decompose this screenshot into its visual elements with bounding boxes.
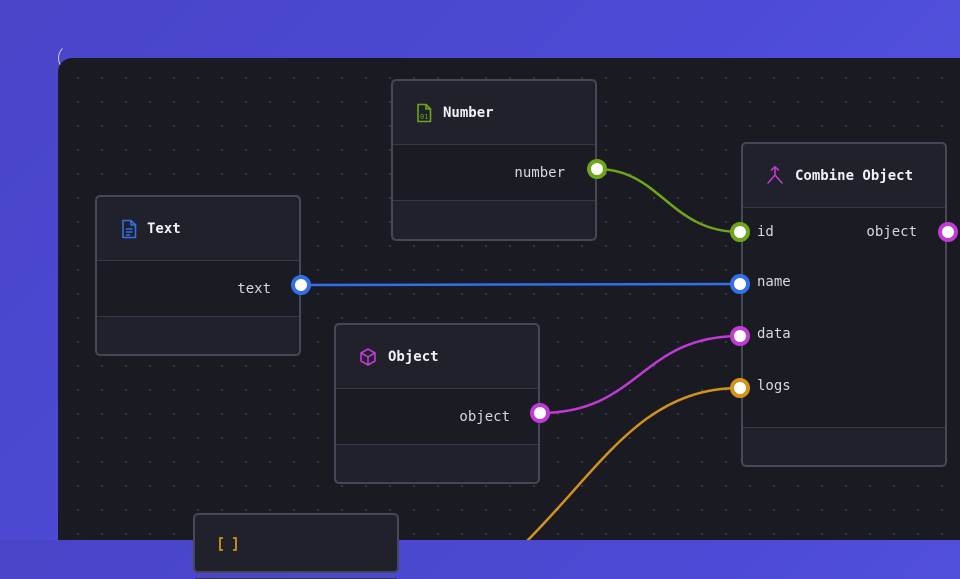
text-output-row: text: [97, 261, 299, 317]
merge-icon: [765, 165, 785, 187]
number-output-port[interactable]: [587, 159, 607, 179]
number-node-body: number: [393, 145, 595, 201]
object-node-body: object: [336, 389, 538, 445]
text-node[interactable]: Text text: [95, 195, 301, 356]
combine-input-label-logs: logs: [757, 378, 791, 394]
number-node[interactable]: 01 Number number: [391, 79, 597, 241]
combine-input-row-name: name: [743, 256, 945, 308]
combine-input-row-logs: logs: [743, 360, 945, 412]
combine-object-node[interactable]: Combine Object id object name data logs: [741, 142, 947, 467]
combine-input-label-id: id: [757, 224, 774, 240]
text-node-body: text: [97, 261, 299, 317]
cube-icon: [358, 347, 378, 367]
number-file-icon: 01: [415, 103, 433, 123]
combine-input-port-logs[interactable]: [730, 378, 750, 398]
text-node-title: Text: [147, 220, 181, 237]
combine-object-node-body: id object name data logs: [743, 208, 945, 428]
combine-output-port[interactable]: [938, 222, 958, 242]
object-output-row: object: [336, 389, 538, 445]
text-output-port[interactable]: [291, 275, 311, 295]
partial-node-header[interactable]: [195, 515, 397, 579]
object-node[interactable]: Object object: [334, 323, 540, 484]
number-output-row: number: [393, 145, 595, 201]
text-node-header[interactable]: Text: [97, 197, 299, 261]
number-output-label: number: [514, 165, 565, 181]
combine-input-port-id[interactable]: [730, 222, 750, 242]
svg-text:01: 01: [420, 113, 428, 121]
combine-input-row-id: id object: [743, 208, 945, 256]
object-output-port[interactable]: [530, 403, 550, 423]
number-node-title: Number: [443, 104, 494, 121]
combine-output-label: object: [866, 224, 917, 240]
object-node-header[interactable]: Object: [336, 325, 538, 389]
combine-input-port-name[interactable]: [730, 274, 750, 294]
object-output-label: object: [459, 409, 510, 425]
object-node-title: Object: [388, 348, 439, 365]
document-icon: [121, 219, 137, 239]
partial-node[interactable]: [193, 513, 399, 579]
combine-input-label-data: data: [757, 326, 791, 342]
combine-input-row-data: data: [743, 308, 945, 360]
brackets-icon: [217, 537, 239, 551]
combine-object-node-header[interactable]: Combine Object: [743, 144, 945, 208]
number-node-header[interactable]: 01 Number: [393, 81, 595, 145]
text-output-label: text: [237, 281, 271, 297]
combine-input-label-name: name: [757, 274, 791, 290]
combine-object-node-title: Combine Object: [795, 167, 914, 184]
combine-input-port-data[interactable]: [730, 326, 750, 346]
